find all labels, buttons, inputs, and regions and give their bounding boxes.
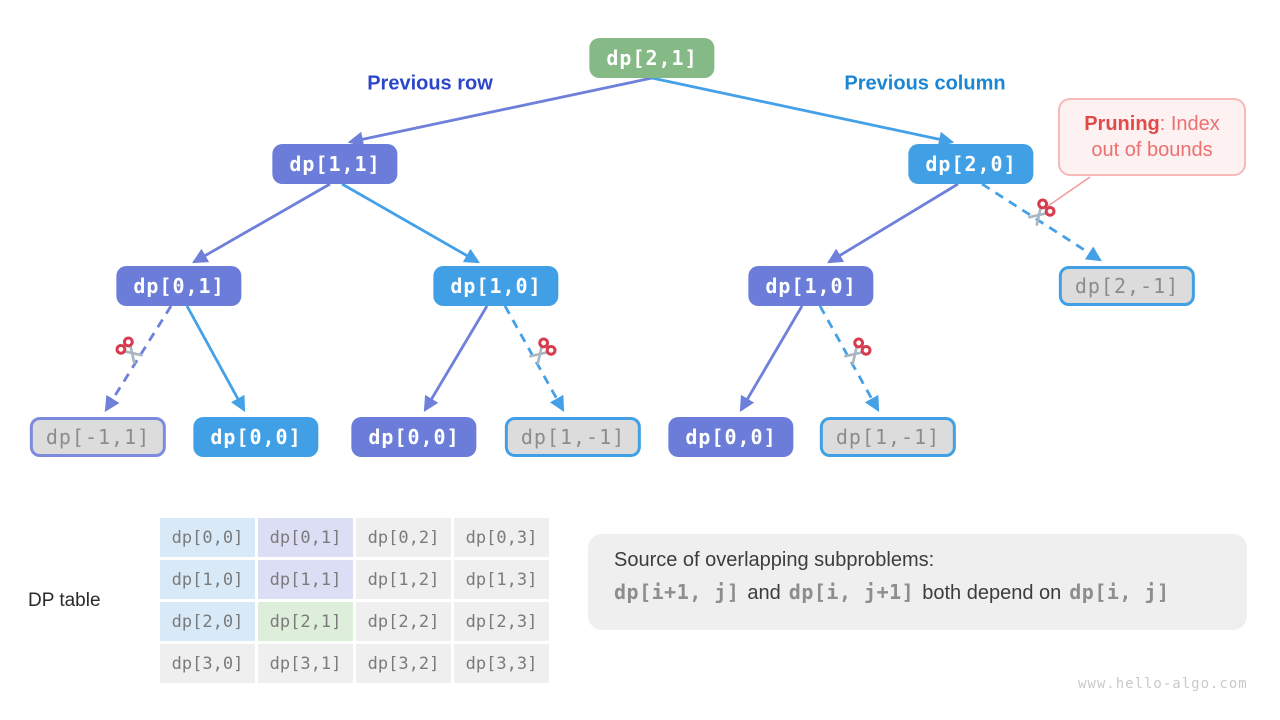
tree-node-dp1m1-b-pruned: dp[1,-1] [819,417,957,457]
tree-node-dpm11-pruned: dp[-1,1] [29,417,167,457]
pruning-callout: Pruning: Index out of bounds [1058,98,1246,176]
callout-connector-line [1047,176,1091,207]
tree-node-dp10-blue: dp[1,0] [433,266,559,306]
table-cell-dp20: dp[2,0] [160,602,255,641]
edge-dp10b-dp00 [423,305,489,412]
info-sep-depend: both depend on [922,582,1062,604]
edge-dp11-dp10 [341,182,481,264]
tree-node-dp00-b: dp[0,0] [351,417,477,457]
table-cell-dp02: dp[0,2] [356,518,451,557]
tree-node-dp00-c: dp[0,0] [668,417,794,457]
edge-dp20-dp10 [827,182,959,264]
tree-node-dp2m1-pruned: dp[2,-1] [1058,266,1196,306]
tree-node-dp1m1-a-pruned: dp[1,-1] [504,417,642,457]
code-dp-i1-j: dp[i+1, j] [614,580,740,604]
table-cell-dp00: dp[0,0] [160,518,255,557]
pruning-callout-title: Pruning [1084,113,1160,135]
table-cell-dp11: dp[1,1] [258,560,353,599]
tree-node-dp21-root: dp[2,1] [589,38,715,78]
pruning-callout-text: Pruning: Index out of bounds [1084,113,1220,161]
table-cell-dp32: dp[3,2] [356,644,451,683]
edge-dp01-dp00 [185,305,246,413]
table-cell-dp01: dp[0,1] [258,518,353,557]
scissors-icon [1019,193,1061,235]
table-cell-dp31: dp[3,1] [258,644,353,683]
tree-node-dp20: dp[2,0] [908,144,1034,184]
info-sep-and: and [747,582,781,604]
scissors-icon [835,332,877,374]
info-line2: dp[i+1, j] and dp[i, j+1] both depend on… [614,580,1221,605]
watermark: www.hello-algo.com [1078,676,1248,692]
table-cell-dp03: dp[0,3] [454,518,549,557]
dp-table: dp[0,0] dp[0,1] dp[0,2] dp[0,3] dp[1,0] … [160,518,549,683]
scissors-icon [110,331,152,373]
previous-row-label: Previous row [367,72,493,95]
scissors-icon [520,332,562,374]
tree-node-dp11: dp[1,1] [272,144,398,184]
tree-node-dp10-purple: dp[1,0] [748,266,874,306]
tree-node-dp01: dp[0,1] [116,266,242,306]
table-cell-dp22: dp[2,2] [356,602,451,641]
dp-table-label: DP table [28,590,101,611]
table-cell-dp10: dp[1,0] [160,560,255,599]
edge-dp10p-dp00 [739,305,804,412]
table-cell-dp21: dp[2,1] [258,602,353,641]
overlapping-subproblems-info-box: Source of overlapping subproblems: dp[i+… [588,534,1247,630]
previous-column-label: Previous column [844,72,1006,95]
code-dp-i-j1: dp[i, j+1] [788,580,915,604]
tree-node-dp00-a: dp[0,0] [193,417,319,457]
table-cell-dp30: dp[3,0] [160,644,255,683]
code-dp-i-j: dp[i, j] [1069,580,1170,604]
edge-dp11-dp01 [191,182,331,264]
table-cell-dp23: dp[2,3] [454,602,549,641]
table-cell-dp33: dp[3,3] [454,644,549,683]
table-cell-dp13: dp[1,3] [454,560,549,599]
info-line1: Source of overlapping subproblems: [614,549,935,571]
table-cell-dp12: dp[1,2] [356,560,451,599]
